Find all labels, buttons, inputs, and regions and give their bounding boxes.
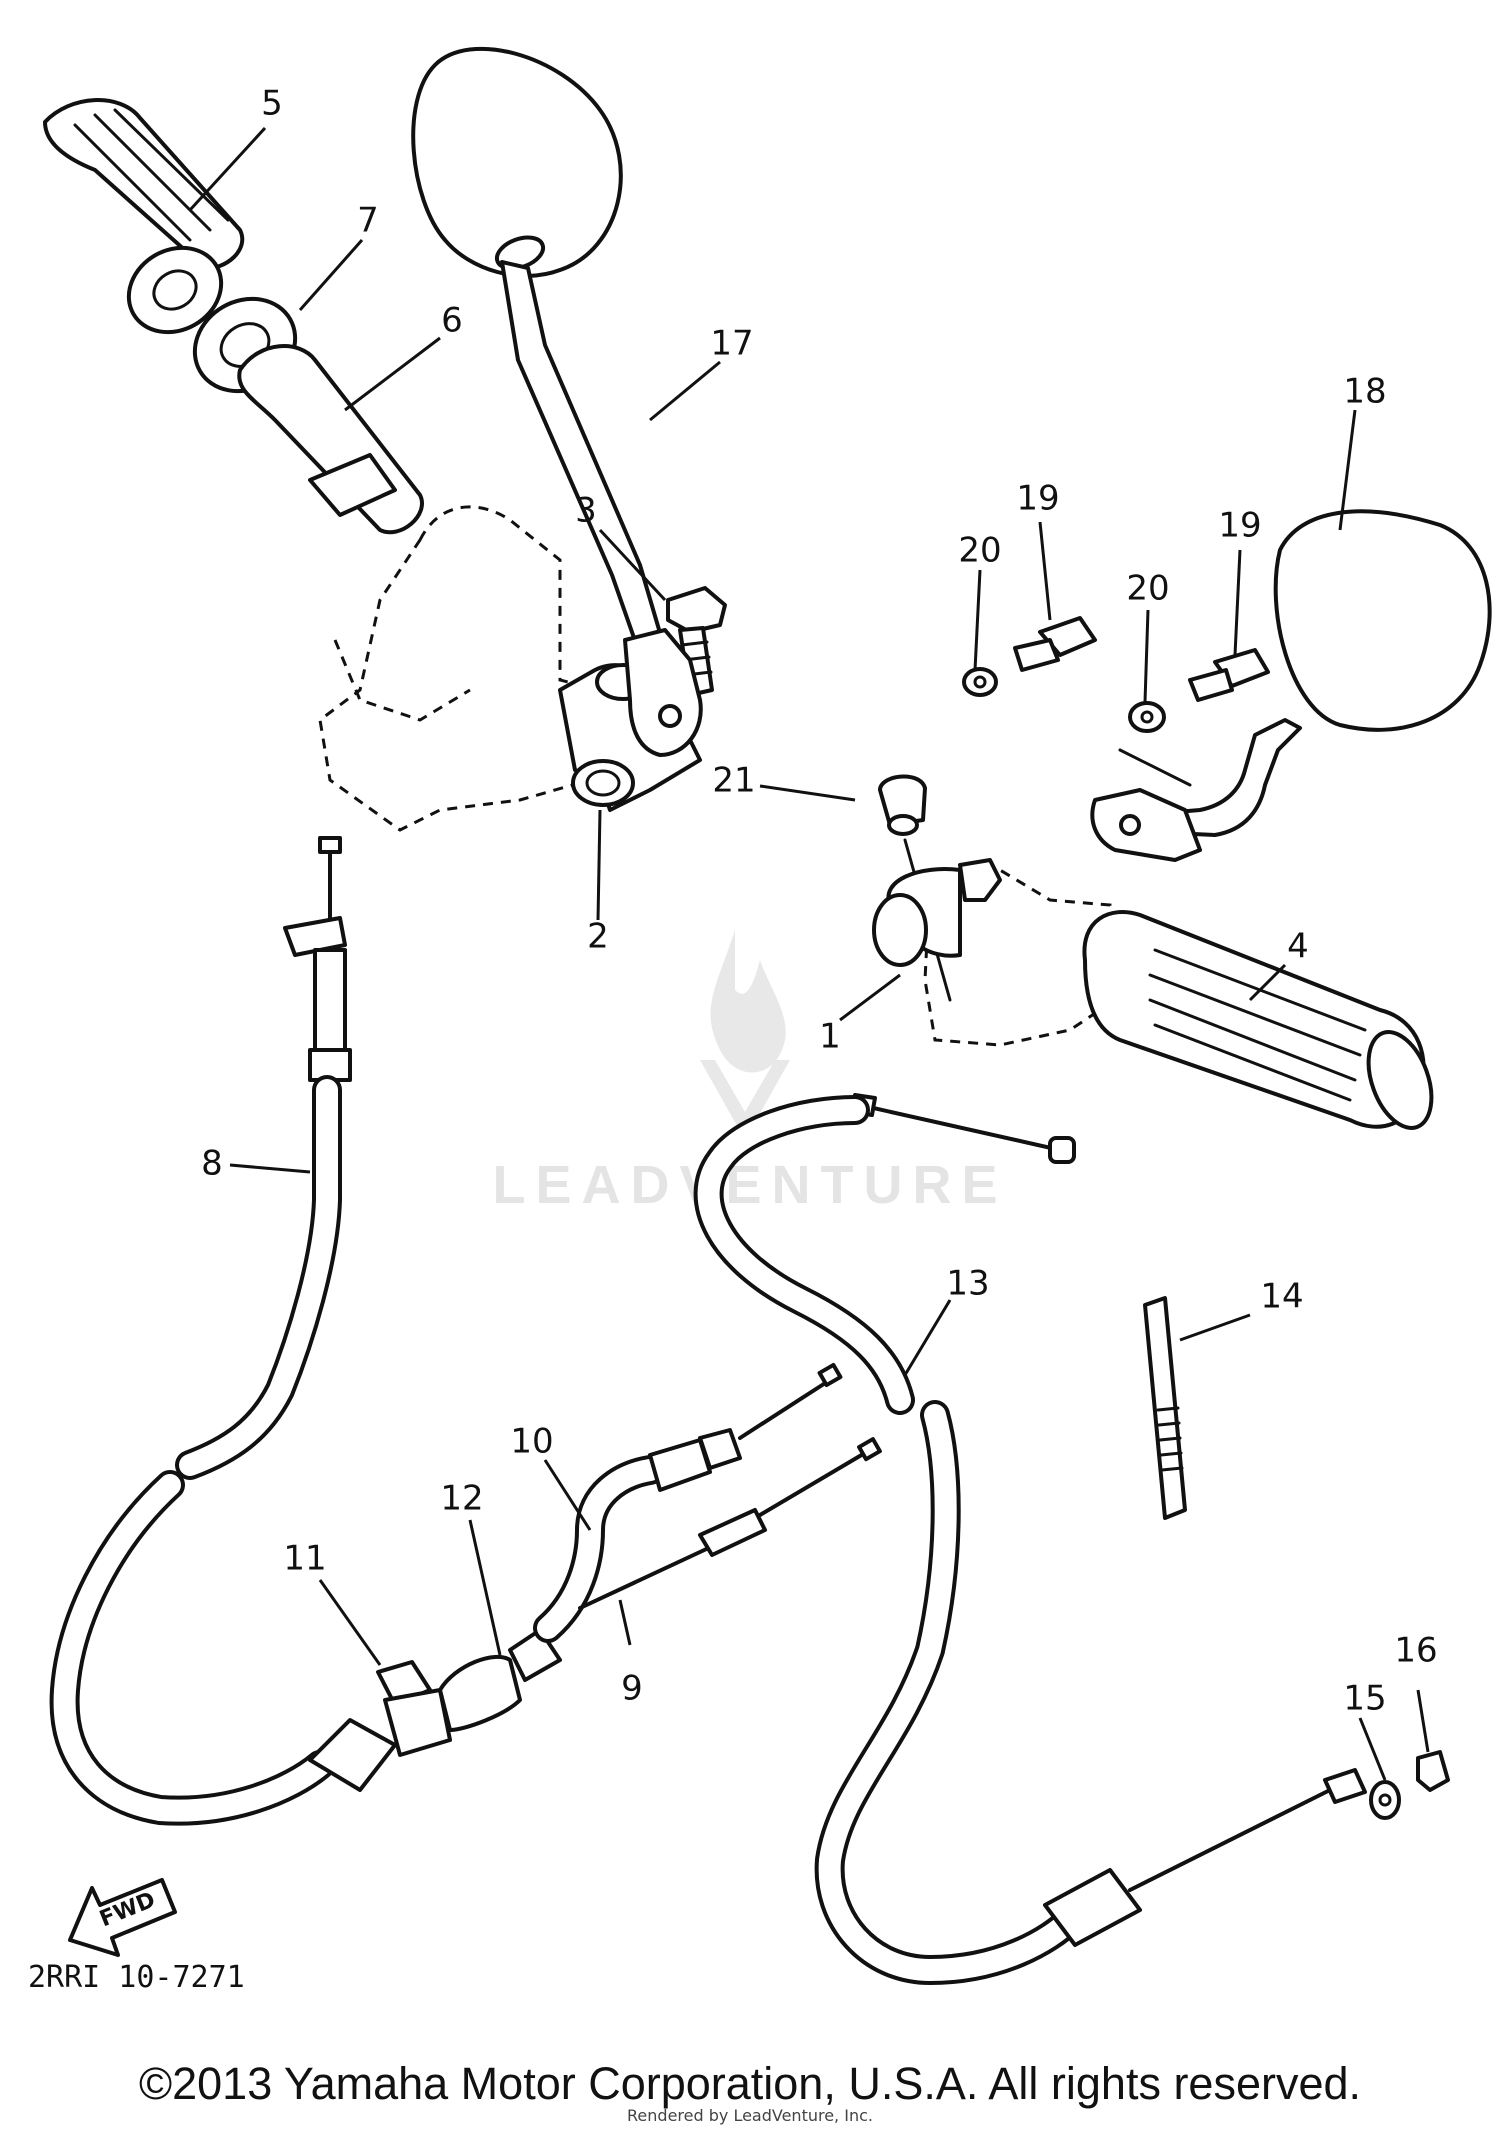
callout-16: 16 (1394, 1631, 1437, 1671)
cable-adjuster-12 (438, 1628, 562, 1732)
callout-4: 4 (1287, 927, 1309, 967)
cable-adjuster-11 (308, 1660, 452, 1792)
callout-20-right: 20 (1126, 569, 1169, 609)
callout-21: 21 (712, 761, 755, 801)
grip-collar-outer (126, 245, 224, 335)
callout-14: 14 (1260, 1277, 1303, 1317)
washer-guide-line (1118, 748, 1192, 787)
callout-7: 7 (357, 201, 379, 241)
left-grip (43, 98, 245, 271)
callout-2: 2 (587, 917, 609, 957)
callout-12: 12 (440, 1479, 483, 1519)
mirror-washer-right (1128, 701, 1166, 733)
callout-10: 10 (510, 1422, 553, 1462)
mirror-bolt-right (1188, 648, 1270, 702)
copyright-notice: ©2013 Yamaha Motor Corporation, U.S.A. A… (138, 2058, 1362, 2109)
callout-5: 5 (261, 84, 283, 124)
cable-8 (49, 836, 352, 1826)
fwd-direction-arrow: FWD (68, 1878, 177, 1957)
cable-10 (533, 1362, 843, 1643)
callout-1: 1 (819, 1017, 841, 1057)
callout-labels: 5 7 6 17 18 3 19 20 19 20 21 2 4 1 8 13 … (201, 84, 1437, 1719)
cable-strap (1143, 1296, 1187, 1520)
callout-19-right: 19 (1218, 506, 1261, 546)
callout-19-left: 19 (1016, 479, 1059, 519)
watermark-text: LEADVENTURE (492, 1155, 1007, 1215)
mirror-bolt-left (1013, 616, 1097, 672)
callout-17: 17 (710, 324, 753, 364)
cable-9 (578, 1437, 882, 1610)
drawing-code: 2RRI 10-7271 (28, 1960, 245, 1995)
callout-11: 11 (283, 1539, 326, 1579)
rendered-by-notice: Rendered by LeadVenture, Inc. (627, 2106, 873, 2125)
plug-cap (878, 774, 927, 836)
washer-15 (1369, 1780, 1401, 1820)
right-switch-housing (872, 858, 1117, 1047)
callout-8: 8 (201, 1144, 223, 1184)
callout-6: 6 (441, 301, 463, 341)
callout-9: 9 (621, 1669, 643, 1709)
callout-3: 3 (575, 491, 597, 531)
leader-lines (188, 126, 1430, 1781)
cable-13 (693, 1093, 1367, 1985)
mirror-washer-left (962, 667, 998, 697)
left-mirror (411, 46, 703, 757)
leadventure-watermark: LEADVENTURE (492, 930, 1007, 1215)
right-mirror (1090, 509, 1492, 862)
throttle-housing (318, 505, 602, 832)
right-grip (1082, 910, 1434, 1130)
callout-20-left: 20 (958, 531, 1001, 571)
callout-13: 13 (946, 1264, 989, 1304)
callout-15: 15 (1343, 1679, 1386, 1719)
clip-16 (1416, 1750, 1450, 1792)
throttle-tube (237, 344, 424, 535)
callout-18: 18 (1343, 372, 1386, 412)
